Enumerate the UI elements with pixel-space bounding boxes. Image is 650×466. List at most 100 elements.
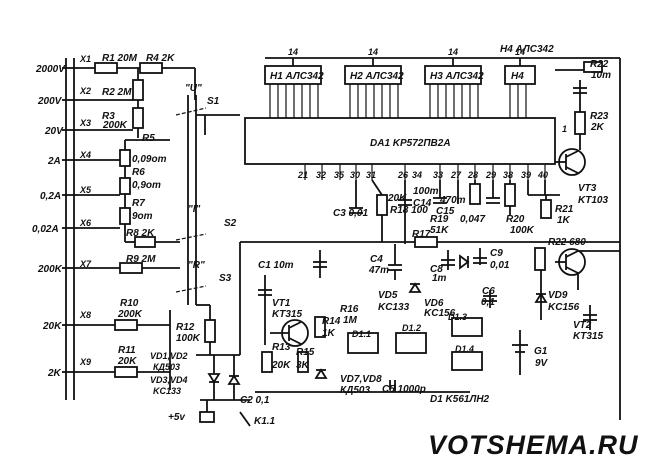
pin-label: 33 xyxy=(433,170,443,180)
d11-label: D1.1 xyxy=(352,329,371,339)
r23-label: R23 xyxy=(590,111,609,122)
c4-value: 47m xyxy=(368,265,389,276)
r8-label: R8 2K xyxy=(126,228,155,239)
d13-label: D1.3 xyxy=(448,312,467,322)
c1-label: C1 10m xyxy=(258,260,294,271)
jack-label: X8 xyxy=(79,310,91,320)
c7-label: C6 xyxy=(482,286,495,297)
d14-label: D1.4 xyxy=(455,344,474,354)
r19-value: 51K xyxy=(430,225,449,236)
vd5-type: КД503 xyxy=(340,385,370,396)
r14-value: 1K xyxy=(322,328,336,339)
switch-r-label: "R" xyxy=(188,260,205,271)
vd9-label: VD9 xyxy=(548,290,568,301)
d12-label: D1.2 xyxy=(402,323,421,333)
r17-value: 1M xyxy=(343,315,358,326)
jack-label: X4 xyxy=(79,150,91,160)
jack-label: X3 xyxy=(79,118,91,128)
range-selector: 2000V 200V 20V 2A 0,2A 0,02A 200K 20K 2K… xyxy=(32,54,92,400)
h4-title: H4 АЛС342 xyxy=(500,44,554,55)
r6-value: 0,9om xyxy=(132,180,161,191)
h2-label: H2 АЛС342 xyxy=(350,71,404,82)
vt2-label: VT2 xyxy=(573,320,592,331)
c6-label: C8 xyxy=(430,264,443,275)
c10-label: 0,047 xyxy=(460,214,485,225)
r13-value: 20K xyxy=(271,360,291,371)
r10-value: 200K xyxy=(117,309,143,320)
c8-value: C14 xyxy=(413,198,432,209)
h4-label: H4 xyxy=(511,71,524,82)
r9-label: R9 2M xyxy=(126,254,156,265)
jack-label: X1 xyxy=(79,54,91,64)
protection-diodes: VD1,VD2 КД503 VD3,VD4 KC133 +5v K1.1 C2 … xyxy=(150,351,276,427)
g1-label: G1 xyxy=(534,346,548,357)
c8-label: 100m xyxy=(413,186,439,197)
s1-label: S1 xyxy=(207,96,220,107)
r1-label: R1 20M xyxy=(102,53,138,64)
s3-label: S3 xyxy=(219,273,232,284)
jack-label: X6 xyxy=(79,218,92,228)
pin-label: 27 xyxy=(450,170,462,180)
jack-label: X2 xyxy=(79,86,91,96)
pin-label: 39 xyxy=(521,170,531,180)
pin-label: 28 xyxy=(467,170,478,180)
d1-label: D1 K561ЛН2 xyxy=(430,394,490,405)
r17-label: R16 xyxy=(340,304,359,315)
led-displays: H1 АЛС342 H2 АЛС342 H3 АЛС342 H4 H4 АЛС3… xyxy=(264,44,554,118)
vd78-label: VD6 xyxy=(424,298,444,309)
r4-label: R4 2K xyxy=(146,53,175,64)
vt1-type: KT315 xyxy=(272,309,302,320)
c4-label: C4 xyxy=(370,254,383,265)
r16-label: 20K xyxy=(387,193,407,204)
mode-switches: "U" S1 "I" S2 "R" S3 R12 100K xyxy=(175,83,240,355)
pin-label: 14 xyxy=(515,47,525,57)
h3-label: H3 АЛС342 xyxy=(430,71,484,82)
pin-label: 21 xyxy=(297,170,308,180)
overload-detector: C1 10m VT1 KT315 R13 20K R14 1K R15 3K V… xyxy=(258,250,470,396)
c11-label: C9 xyxy=(490,248,503,259)
range-label: 0,2A xyxy=(40,191,61,202)
r19-label: R19 xyxy=(430,214,449,225)
vt2-type: KT315 xyxy=(573,331,603,342)
c2-label: C2 0,1 xyxy=(240,395,270,406)
range-label: 20K xyxy=(42,321,62,332)
range-label: 0,02A xyxy=(32,224,59,235)
switch-u-label: "U" xyxy=(185,83,202,94)
vd12-type: КД503 xyxy=(153,362,180,372)
r11-label: R11 xyxy=(118,345,136,356)
s2-label: S2 xyxy=(224,218,237,229)
pin-label: 40 xyxy=(537,170,548,180)
vt1-label: VT1 xyxy=(272,298,291,309)
jack-label: X9 xyxy=(79,357,91,367)
pin-label: 34 xyxy=(412,170,422,180)
c11-value: 0,01 xyxy=(490,260,510,271)
divider-resistors: R1 20M R4 2K R2 2M R3 200K R5 0,09om R6 … xyxy=(78,53,196,390)
r11-value: 20K xyxy=(117,356,137,367)
r23-value: 2K xyxy=(590,122,605,133)
adc-chip: DA1 KP572ПВ2A 1 21 32 35 30 31 26 34 33 … xyxy=(244,117,567,180)
r7-label: R7 xyxy=(132,198,145,209)
pin-label: 14 xyxy=(448,47,458,57)
r5-value: 0,09om xyxy=(132,154,167,165)
pin-label: 30 xyxy=(350,170,360,180)
r20-value: 100K xyxy=(510,225,535,236)
vd12-label: VD1,VD2 xyxy=(150,351,188,361)
supply-label: +5v xyxy=(168,412,186,423)
watermark: VOTSHEMA.RU xyxy=(428,430,639,460)
pin-label: 1 xyxy=(562,124,567,134)
r12-label: R12 xyxy=(176,322,195,333)
range-label: 20V xyxy=(44,126,64,137)
r5-label: R5 xyxy=(142,133,155,144)
r13-label: R13 xyxy=(272,342,291,353)
r7-value: 9om xyxy=(132,211,153,222)
r21-value: 1K xyxy=(557,215,571,226)
jack-label: X7 xyxy=(79,259,92,269)
range-label: 2K xyxy=(47,368,62,379)
range-label: 200V xyxy=(37,96,63,107)
integrator-network: C3 0,01 20K R18 100 100m C14 470m C15 R1… xyxy=(239,179,620,355)
pin-label: 32 xyxy=(316,170,326,180)
switch-i-label: "I" xyxy=(188,204,201,215)
r15-label: R15 xyxy=(296,347,315,358)
h1-label: H1 АЛС342 xyxy=(270,71,324,82)
